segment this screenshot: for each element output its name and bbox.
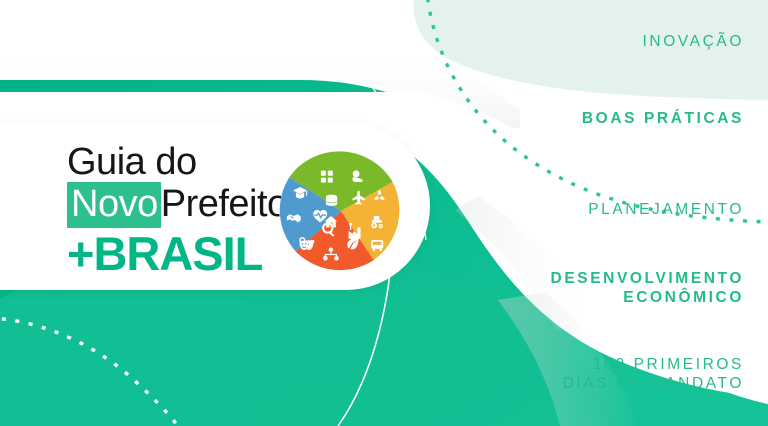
wheel-green-segment bbox=[289, 151, 393, 211]
side-label-100-primeiros-dias-line1: 100 PRIMEIROS bbox=[593, 356, 744, 373]
mint-wash-curve bbox=[413, 0, 768, 99]
side-label-100-primeiros-dias: 100 PRIMEIROS DIAS DE MANDATO bbox=[563, 356, 744, 394]
bus-icon bbox=[371, 239, 384, 251]
side-label-100-primeiros-dias-line2: DIAS DE MANDATO bbox=[562, 374, 744, 392]
side-label-boas-praticas: BOAS PRÁTICAS bbox=[582, 110, 744, 129]
side-label-planejamento-line1: PLANEJAMENTO bbox=[588, 201, 744, 218]
magnifier-icon bbox=[322, 222, 335, 237]
logo-line-novo-prefeito: NovoPrefeito bbox=[67, 182, 288, 228]
side-label-inovacao-line1: INOVAÇÃO bbox=[642, 33, 744, 50]
heartbeat-icon bbox=[313, 209, 328, 223]
recycle-fan-icon bbox=[374, 189, 385, 200]
big-circle-edge-shadow-2 bbox=[455, 196, 600, 330]
handshake-icon bbox=[286, 214, 301, 223]
airplane-icon bbox=[352, 190, 365, 205]
side-label-desenvolvimento-line1: DESENVOLVIMENTO bbox=[550, 270, 744, 287]
stacked-coins-icon bbox=[325, 194, 338, 206]
theater-masks-icon bbox=[299, 240, 314, 251]
logo-line-mais-brasil: +BRASIL bbox=[67, 230, 288, 277]
logo-wordmark: Guia do NovoPrefeito +BRASIL bbox=[67, 143, 288, 277]
side-label-desenvolvimento-line2: ECONÔMICO bbox=[623, 288, 744, 306]
wheel-of-themes bbox=[278, 148, 404, 274]
coin-hand-icon bbox=[352, 170, 363, 183]
wheel-yellow-segment bbox=[341, 182, 400, 261]
factory-icon bbox=[348, 222, 361, 239]
logo-line-guia-do: Guia do bbox=[67, 141, 197, 183]
wheel-blue-segment bbox=[279, 176, 341, 252]
tractor-icon bbox=[371, 216, 383, 229]
grid-apps-icon bbox=[320, 170, 333, 183]
big-circle-edge-shadow bbox=[498, 292, 640, 426]
logo-word-prefeito: Prefeito bbox=[160, 183, 288, 225]
logo-highlight-novo: Novo bbox=[67, 182, 161, 228]
dotted-arc-white bbox=[0, 317, 181, 426]
org-network-icon bbox=[323, 247, 339, 261]
side-label-desenvolvimento-economico: DESENVOLVIMENTO ECONÔMICO bbox=[551, 270, 744, 308]
side-label-inovacao: INOVAÇÃO bbox=[643, 33, 744, 52]
wheel-red-segment bbox=[295, 211, 374, 271]
graduation-cap-icon bbox=[293, 187, 308, 199]
side-label-boas-praticas-line1: BOAS PRÁTICAS bbox=[581, 110, 744, 127]
logo-plus-sign: + bbox=[67, 227, 94, 280]
side-label-planejamento: PLANEJAMENTO bbox=[588, 201, 744, 220]
logo-word-brasil: BRASIL bbox=[93, 227, 263, 280]
leaf-icon bbox=[347, 237, 359, 250]
